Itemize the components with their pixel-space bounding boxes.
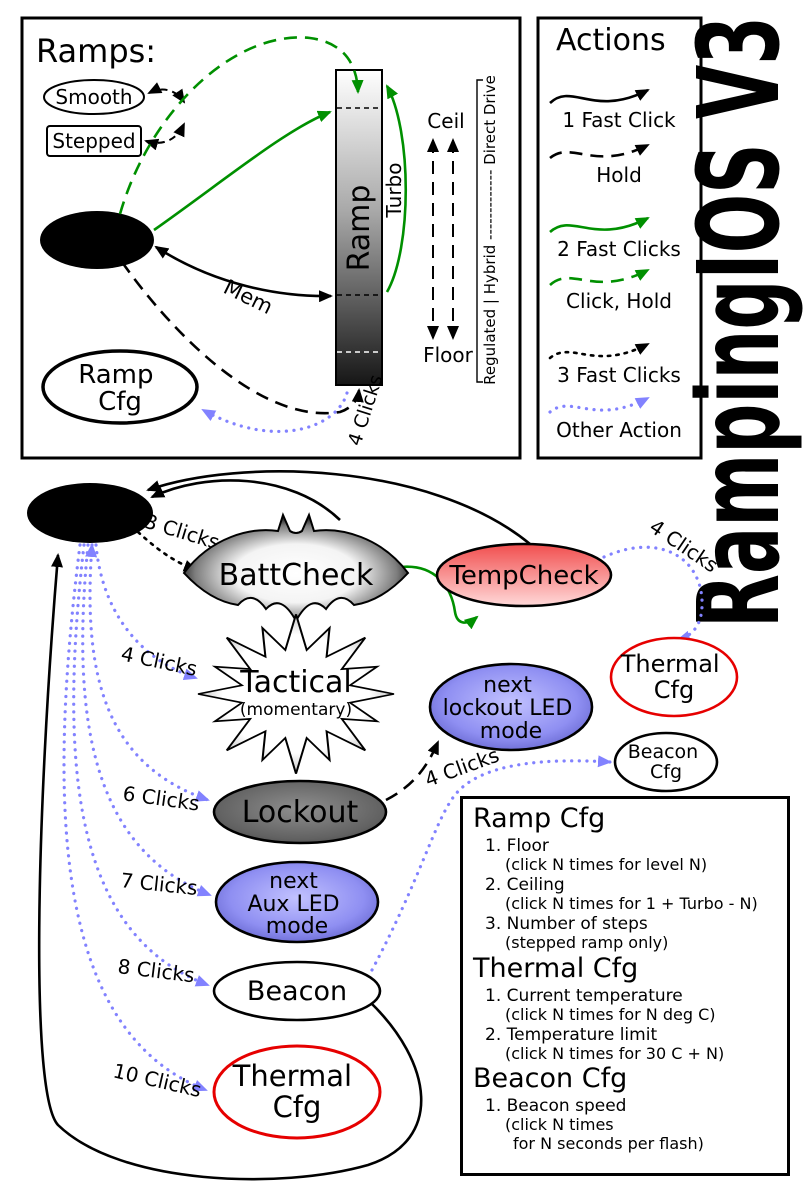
label-6-clicks: 6 Clicks xyxy=(121,781,201,816)
battcheck-node xyxy=(182,512,410,624)
beacon-cfg-node xyxy=(613,731,719,793)
smooth-label: Smooth xyxy=(55,85,132,109)
ramp-cfg-label: Ramp Cfg xyxy=(78,360,162,417)
thermal-cfg-node-right xyxy=(609,636,739,718)
thermal-cfg-node-bottom xyxy=(212,1044,382,1140)
label-8-clicks: 8 Clicks xyxy=(116,954,196,987)
cfg-ramp-item-2: 2. Ceiling xyxy=(485,874,565,895)
arrow-hold-lockout-to-ledmode xyxy=(385,740,440,802)
stepped-node xyxy=(46,125,142,157)
aux-led-mode-label: next Aux LED mode xyxy=(247,869,346,939)
cfg-beacon-item-1: 1. Beacon speed xyxy=(485,1096,627,1117)
legend-label-2-fast-clicks: 2 Fast Clicks xyxy=(557,237,681,261)
cfg-beacon-item-1-desc-2: for N seconds per flash) xyxy=(513,1134,704,1154)
cfg-thermal-title: Thermal Cfg xyxy=(473,952,639,984)
cfg-thermal-item-1: 1. Current temperature xyxy=(485,985,683,1006)
lockout-node xyxy=(212,779,388,845)
tempcheck-label: TempCheck xyxy=(448,561,598,591)
aux-led-mode-node xyxy=(214,860,380,944)
label-10-clicks: 10 Clicks xyxy=(111,1058,204,1102)
floor-label: Floor xyxy=(423,343,474,367)
label-7-clicks: 7 Clicks xyxy=(119,868,198,900)
regulation-bracket xyxy=(476,79,483,383)
arrow-2clicks-battcheck-to-tempcheck xyxy=(392,565,479,630)
arrow-2clicks-off-to-ceiling xyxy=(153,110,332,232)
off-label-ramps: OFF xyxy=(66,224,128,257)
arrow-mem-off-to-ramp xyxy=(154,245,333,303)
actions-title: Actions xyxy=(556,23,666,58)
legend-arrow-other-action xyxy=(548,396,650,414)
cfg-thermal-item-2: 2. Temperature limit xyxy=(485,1024,658,1045)
arrow-4clicks-beacon-to-beaconcfg xyxy=(370,755,612,972)
off-label-main: OFF xyxy=(59,497,121,530)
legend-label-click-hold: Click, Hold xyxy=(566,289,672,313)
arrow-7clicks-off-to-auxled xyxy=(81,543,212,897)
config-menus-box: Ramp Cfg 1. Floor (click N times for lev… xyxy=(460,796,790,1176)
cfg-thermal-item-1-desc: (click N times for N deg C) xyxy=(505,1004,716,1024)
cfg-thermal-item-2-desc: (click N times for 30 C + N) xyxy=(505,1043,725,1063)
cfg-ramp-item-3-desc: (stepped ramp only) xyxy=(505,932,669,952)
legend-label-1-fast-click: 1 Fast Click xyxy=(562,108,676,132)
cfg-ramp-item-2-desc: (click N times for 1 + Turbo - N) xyxy=(505,893,758,913)
off-node-main xyxy=(27,483,153,543)
turbo-label: Turbo xyxy=(382,162,406,218)
battcheck-label: BattCheck xyxy=(219,558,374,593)
thermal-cfg-label-bottom: Thermal Cfg xyxy=(232,1059,362,1124)
legend-arrow-click-hold xyxy=(549,268,650,286)
tactical-node xyxy=(197,614,395,774)
arrow-4clicks-ramp-to-rampcfg xyxy=(201,391,349,433)
beacon-cfg-label: Beacon Cfg xyxy=(628,741,705,783)
cfg-ramp-item-3: 3. Number of steps xyxy=(485,913,648,934)
arrow-4clicks-tempcheck-to-thermalcfg xyxy=(602,545,704,643)
legend-arrow-2-fast-clicks xyxy=(549,216,650,233)
smooth-node xyxy=(43,79,145,115)
arrow-modes-return-to-off xyxy=(37,553,423,1181)
tactical-sublabel: (momentary) xyxy=(240,700,352,720)
actions-box xyxy=(536,16,703,460)
legend-label-hold: Hold xyxy=(596,163,642,187)
regulation-label: Regulated | Hybrid ------------- Direct … xyxy=(481,75,499,385)
legend-label-other-action: Other Action xyxy=(556,418,682,442)
cfg-beacon-item-1-desc: (click N times xyxy=(505,1115,614,1135)
arrow-battcheck-to-off xyxy=(150,479,341,521)
tactical-label: Tactical xyxy=(239,665,352,700)
label-4-clicks-tactical: 4 Clicks xyxy=(119,641,199,681)
arrow-click-hold-off-to-ramp xyxy=(118,36,364,215)
legend-arrow-3-fast-clicks xyxy=(548,342,650,360)
cfg-ramp-title: Ramp Cfg xyxy=(473,803,606,834)
legend-arrow-hold xyxy=(549,143,650,160)
ramp-bar-label: Ramp xyxy=(342,185,377,272)
ramp-bar xyxy=(335,69,383,386)
legend-label-3-fast-clicks: 3 Fast Clicks xyxy=(557,363,681,387)
off-node-ramps xyxy=(40,211,154,269)
arrow-stepped-toggle xyxy=(144,122,185,151)
cfg-beacon-title: Beacon Cfg xyxy=(473,1063,628,1095)
arrow-10clicks-off-to-thermalcfg xyxy=(62,543,208,1092)
beacon-label: Beacon xyxy=(247,976,347,1007)
ramps-title: Ramps: xyxy=(36,32,156,70)
stepped-label: Stepped xyxy=(52,129,135,153)
bat-shape xyxy=(182,512,410,624)
legend-arrow-1-fast-click xyxy=(549,88,650,104)
lockout-led-mode-label: next lockout LED mode xyxy=(443,673,580,744)
beacon-node xyxy=(212,960,382,1022)
tempcheck-node xyxy=(435,542,613,608)
arrow-6clicks-off-lockout xyxy=(85,543,210,802)
arrow-8clicks-off-to-beacon xyxy=(72,543,210,987)
arrow-hold-off-to-floor xyxy=(120,261,364,415)
arrow-turbo xyxy=(385,84,407,293)
page-title: RampingIOS V3 xyxy=(675,16,805,628)
cfg-ramp-item-1-desc: (click N times for level N) xyxy=(505,854,708,874)
thermal-cfg-label-right: Thermal Cfg xyxy=(620,650,727,704)
arrow-tempcheck-to-off xyxy=(146,470,531,546)
ramp-cfg-node xyxy=(41,349,199,425)
lockout-led-mode-node xyxy=(428,662,594,752)
lockout-label: Lockout xyxy=(242,795,359,830)
ceil-label: Ceil xyxy=(427,109,464,133)
cfg-ramp-item-1: 1. Floor xyxy=(485,835,549,856)
